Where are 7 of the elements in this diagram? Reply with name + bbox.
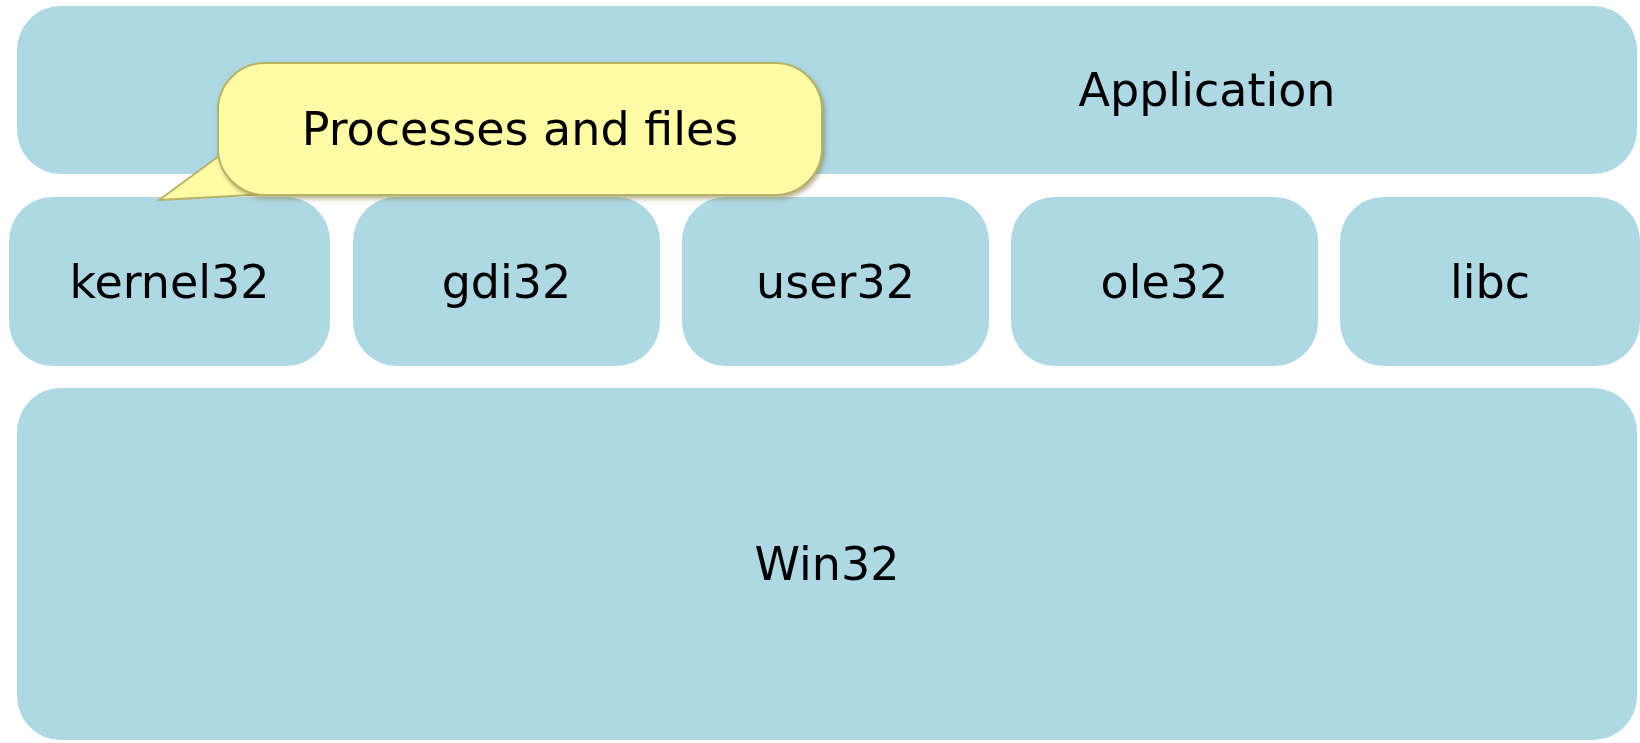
callout-bubble: Processes and files	[217, 62, 823, 196]
layer-box: Win32	[17, 388, 1637, 740]
module-box: libc	[1340, 197, 1640, 366]
module-box: kernel32	[9, 197, 330, 366]
module-box: gdi32	[353, 197, 660, 366]
module-box: ole32	[1011, 197, 1318, 366]
module-box: user32	[682, 197, 989, 366]
